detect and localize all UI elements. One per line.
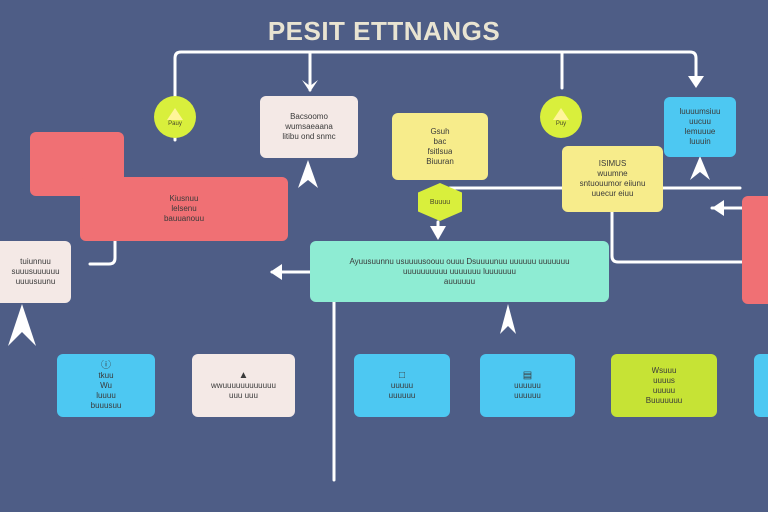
diagram-title: PESIT ETTNANGS [267,16,501,46]
arrowhead-8 [500,304,516,334]
node-line: luuuumsiuu [679,107,721,116]
info-icon: ⓘ [101,360,111,371]
node-line: uuecur eiuu [591,189,634,198]
node-line: Wu [100,381,112,390]
pin-right-label: Puy [555,120,567,127]
node-line: uuuuuu [514,381,541,390]
node-line: tkuu [98,371,114,380]
connector-top [173,50,698,142]
pin-right: Puy [540,96,582,138]
arrowhead-4 [690,156,710,180]
node-line: uuuuuu [388,391,416,400]
top-yellow-node: Gsuh bac fsitlsua Biuuran [392,113,488,180]
bottom-cyan-node-3: ▤ uuuuuu uuuuuu [480,354,575,417]
node-line: ISIMUS [598,159,627,168]
arrowhead-1 [302,80,318,92]
node-line: Biuuran [426,156,454,166]
node-line: uuuuuuuuuu uuuuuuu luuuuuuu [402,266,516,276]
drop-icon: ▲ [238,370,249,381]
node-line: wuumne [597,169,628,178]
node-line: uucuu [689,117,711,126]
document-icon: □ [398,370,406,381]
bottom-cyan-node-edge [754,354,768,417]
node-line: luuuu [96,391,116,400]
node-line: uuuuu [652,385,676,395]
arrowhead-9 [8,304,36,346]
node-line: tuiunnuu [20,257,51,266]
arrowheads [8,76,724,346]
node-line: suuusuuuuuu [11,267,60,276]
arrowhead-7 [270,264,282,280]
top-right-cyan-node: luuuumsiuu uucuu lemuuue luuuin [664,97,736,157]
node-line: Bacsoomo [290,112,328,121]
node-line: luuuin [689,137,711,146]
node-line: lelsenu [171,204,197,213]
arrowhead-2 [688,76,704,88]
center-mint-node: Ayuusuunnu usuuuusoouu ouuu Dsuuuunuu uu… [310,241,609,302]
right-yellow-node: ISIMUS wuumne sntuouumor eiiunu uuecur e… [562,146,663,212]
pin-left-label: Pauy [168,120,182,127]
node-line: uuuuuu [514,391,541,400]
node-line: wwuuuuuuuuuuuu [211,381,276,390]
node-line: Ayuusuunnu usuuuusoouu ouuu Dsuuuunuu uu… [349,256,570,266]
tag-icon: ▤ [522,370,533,381]
node-line: uuuusuunu [15,277,56,286]
bottom-cyan-node-2: □ uuuuu uuuuuu [354,354,450,417]
warning-icon [167,107,183,120]
node-line: bac [433,136,447,146]
node-line: lemuuue [684,127,716,136]
node-line: litibu ond snmc [282,132,336,141]
left-pink-node: Kiusnuu lelsenu bauuanouu [80,177,288,241]
pin-mid-label: Buuuu [429,198,451,206]
node-line: uuu uuu [229,391,258,400]
node-line: Kiusnuu [169,194,199,203]
node-line: Buuuuuuu [645,395,683,405]
node-line: bauuanouu [163,214,205,223]
warning-icon [553,107,569,120]
node-line: auuuuuu [443,276,476,286]
connector-right [610,206,747,264]
node-line: Gsuh [430,126,450,136]
node-line: sntuouumor eiiunu [579,179,646,188]
node-line: Wsuuu [651,365,677,375]
arrowhead-3 [298,160,318,188]
connector-left [88,238,117,266]
node-line: uuuuu [390,381,414,390]
node-line: wumsaeaana [285,122,333,131]
left-cream-node: tuiunnuu suuusuuuuuu uuuusuunu [0,241,71,303]
node-line: fsitlsua [427,146,453,156]
arrowhead-6 [712,200,724,216]
bottom-cyan-node-1: ⓘ tkuu Wu luuuu buuusuu [57,354,155,417]
pin-left: Pauy [154,96,196,138]
top-cream-node: Bacsoomo wumsaeaana litibu ond snmc [260,96,358,158]
arrowhead-5 [430,226,446,240]
right-pink-node [742,196,768,304]
node-line: uuuus [653,375,675,385]
node-line: buuusuu [90,401,122,410]
bottom-cream-node: ▲ wwuuuuuuuuuuuu uuu uuu [192,354,295,417]
bottom-lime-node: Wsuuu uuuus uuuuu Buuuuuuu [611,354,717,417]
